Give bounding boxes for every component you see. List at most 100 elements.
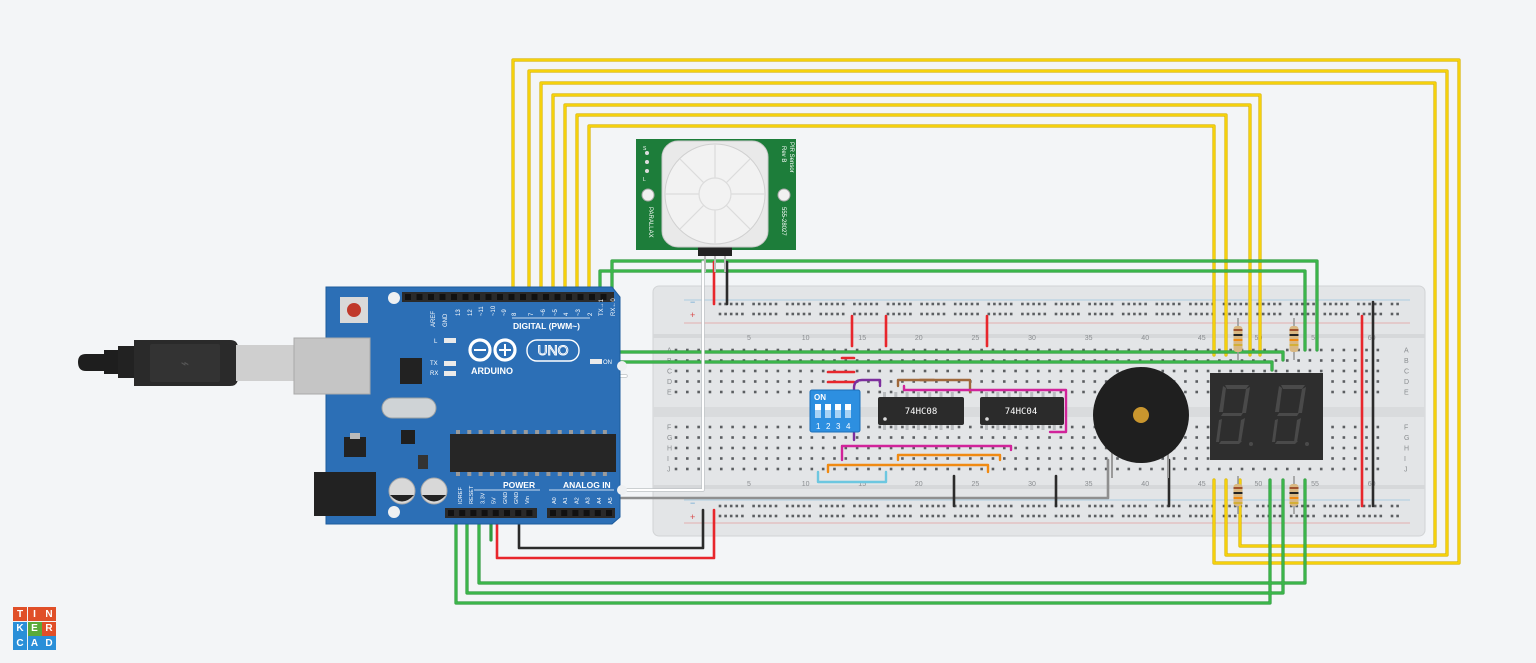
pir-rev: Rev B xyxy=(780,146,786,162)
power-pin-label: 5V xyxy=(492,497,498,504)
digital-pin-label: TX→1 xyxy=(599,298,605,316)
column-number: 40 xyxy=(1141,335,1149,342)
wire-red[interactable] xyxy=(495,508,716,560)
column-number: 30 xyxy=(1028,481,1036,488)
digital-pin-label: 12 xyxy=(468,309,474,316)
wire-purple[interactable] xyxy=(852,378,882,442)
led-rx-label: RX xyxy=(430,371,438,377)
digital-pin-label: 2 xyxy=(588,312,594,316)
row-label: B xyxy=(1404,358,1409,365)
resistor[interactable] xyxy=(1289,318,1299,360)
column-number: 55 xyxy=(1311,481,1319,488)
column-number: 35 xyxy=(1085,481,1093,488)
row-label: A xyxy=(1404,348,1409,355)
piezo-buzzer[interactable] xyxy=(1093,367,1189,478)
resistor[interactable] xyxy=(1233,318,1243,360)
wire-lightblue[interactable] xyxy=(816,470,888,484)
row-label: C xyxy=(667,369,672,376)
arduino-brand: ARDUINO xyxy=(471,366,513,376)
digital-pin-label: 13 xyxy=(456,309,462,316)
digital-pin-label: 7 xyxy=(529,312,535,316)
resistor[interactable] xyxy=(1233,476,1243,514)
logo-letter: D xyxy=(42,636,56,650)
chip-label: 74HC04 xyxy=(1005,407,1038,417)
row-label: E xyxy=(667,390,672,397)
power-pin-label: 3.3V xyxy=(480,492,486,504)
power-pin-label: GND xyxy=(514,492,520,504)
rail-minus-label: − xyxy=(690,297,695,307)
power-pin-label: GND xyxy=(503,492,509,504)
gnd-label: GND xyxy=(443,313,449,327)
row-label: H xyxy=(667,446,672,453)
logo-letter: N xyxy=(42,607,56,621)
seven-segment-display[interactable] xyxy=(1210,373,1267,460)
row-label: H xyxy=(1404,446,1409,453)
pir-part: 555-28027 xyxy=(780,207,786,236)
row-label: C xyxy=(1404,369,1409,376)
analog-pin-label: A4 xyxy=(597,497,603,504)
row-label: F xyxy=(667,425,671,432)
pir-sensor[interactable]: S L PARALLAX PIR Sensor Rev B 555-28027 xyxy=(636,139,796,272)
column-number: 50 xyxy=(1255,481,1263,488)
logo-letter: K xyxy=(13,621,27,636)
analog-label: ANALOG IN xyxy=(563,480,611,490)
rail-plus-label: + xyxy=(690,310,695,320)
usb-icon: ⌁ xyxy=(181,355,189,371)
wire-black[interactable] xyxy=(517,508,705,550)
dip-switch[interactable]: ON 1 2 3 4 xyxy=(809,389,861,433)
row-label: G xyxy=(667,435,672,442)
row-label: J xyxy=(667,467,671,474)
row-label: F xyxy=(1404,425,1408,432)
column-number: 55 xyxy=(1311,335,1319,342)
wire-orange[interactable] xyxy=(896,453,1002,462)
row-label: D xyxy=(1404,379,1409,386)
wire-magenta[interactable] xyxy=(902,384,1068,434)
arduino-model: UNO xyxy=(537,342,568,358)
row-label: I xyxy=(1404,456,1406,463)
digital-pin-label: ~11 xyxy=(479,306,485,316)
row-label: J xyxy=(1404,467,1408,474)
row-label: I xyxy=(667,456,669,463)
digital-pin-label: 8 xyxy=(512,312,518,316)
chip-74hc04[interactable]: 74HC04 xyxy=(980,392,1064,430)
power-pin-label: IOREF xyxy=(458,487,464,504)
dip-number: 1 xyxy=(816,422,821,431)
column-number: 5 xyxy=(747,481,751,488)
analog-pin-label: A0 xyxy=(552,497,558,504)
wire-magenta[interactable] xyxy=(840,444,1013,462)
logo-letter: R xyxy=(42,621,56,636)
dip-number: 2 xyxy=(826,422,831,431)
analog-pin-label: A1 xyxy=(563,497,569,504)
wire-orange[interactable] xyxy=(826,463,990,474)
power-pin-label: Vin xyxy=(525,496,531,504)
seven-segment-display[interactable] xyxy=(1266,373,1323,460)
analog-pin-label: A3 xyxy=(586,497,592,504)
digital-pin-label: ~10 xyxy=(491,305,497,316)
column-number: 10 xyxy=(802,481,810,488)
chip-74hc08[interactable]: 74HC08 xyxy=(878,392,964,430)
analog-pin-label: A5 xyxy=(608,497,614,504)
digital-pin-label: ~3 xyxy=(576,308,582,316)
pir-pin-l: L xyxy=(643,177,646,183)
chip-label: 74HC08 xyxy=(905,407,938,417)
column-number: 30 xyxy=(1028,335,1036,342)
pir-pin-s: S xyxy=(643,146,647,152)
logo-letter: A xyxy=(27,636,42,650)
analog-pin-label: A2 xyxy=(574,497,580,504)
resistors[interactable] xyxy=(1233,318,1299,514)
column-number: 5 xyxy=(747,335,751,342)
column-number: 45 xyxy=(1198,481,1206,488)
column-number: 15 xyxy=(858,335,866,342)
mount-hole xyxy=(388,292,400,304)
column-number: 60 xyxy=(1368,481,1376,488)
pir-brand: PARALLAX xyxy=(647,207,653,238)
mount-hole xyxy=(388,506,400,518)
column-number: 10 xyxy=(802,335,810,342)
resistor[interactable] xyxy=(1289,476,1299,514)
logo-letter: T xyxy=(13,607,27,621)
arduino-logo-icon xyxy=(468,338,517,362)
dip-on-label: ON xyxy=(814,393,826,402)
